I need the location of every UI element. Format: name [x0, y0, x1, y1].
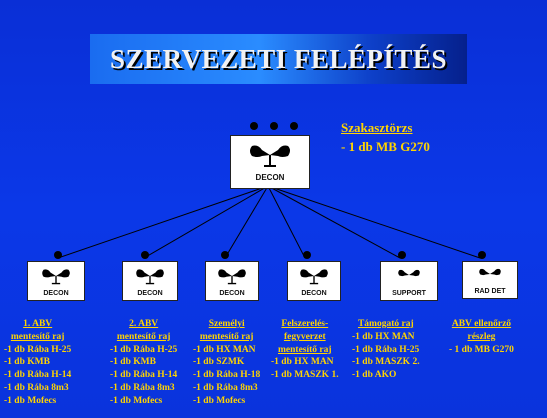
- unit-info-2: 2. ABV mentesítő raj -1 db Rába H-25 -1 …: [110, 318, 177, 408]
- unit-symbol-2: DECON: [122, 261, 178, 301]
- hq-name: Szakasztörzs: [341, 120, 413, 135]
- unit-item: -1 db Rába H-14: [4, 370, 72, 381]
- hq-rank-dot: [250, 122, 258, 130]
- unit-heading-line: mentesítő raj: [199, 331, 254, 342]
- unit-info-4: Felszerelés- fegyverzet mentesítő raj -1…: [271, 318, 339, 382]
- hq-unit-symbol: DECON: [230, 135, 310, 189]
- unit-item: -1 db Mofecs: [110, 395, 163, 406]
- decon-symbol-icon: [218, 269, 246, 285]
- unit-rank-dot: [54, 251, 62, 259]
- decon-symbol-icon: [42, 269, 70, 285]
- unit-heading-line: részleg: [467, 331, 496, 342]
- unit-info-6: ABV ellenőrző részleg - 1 db MB G270: [449, 318, 514, 356]
- unit-heading-line: ABV ellenőrző: [451, 319, 512, 329]
- support-symbol-icon: [398, 269, 420, 277]
- unit-item: -1 db HX MAN: [352, 331, 415, 342]
- unit-heading-line: 1. ABV: [23, 319, 53, 329]
- unit-heading-line: mentesítő raj: [10, 331, 65, 342]
- unit-item: -1 db MASZK 2.: [352, 357, 420, 368]
- unit-item: -1 db Rába 8m3: [193, 382, 258, 393]
- decon-symbol-icon: [250, 145, 290, 167]
- unit-info-3: Személyi mentesítő raj -1 db HX MAN -1 d…: [193, 318, 260, 408]
- unit-item: -1 db Rába H-14: [110, 370, 178, 381]
- hq-rank-dot: [270, 122, 278, 130]
- unit-item: -1 db KMB: [110, 357, 156, 368]
- unit-item: -1 db Rába H-25: [110, 344, 178, 355]
- unit-rank-dot: [398, 251, 406, 259]
- unit-item: -1 db Rába 8m3: [4, 382, 69, 393]
- unit-item: -1 db Rába 8m3: [110, 382, 175, 393]
- unit-label: DECON: [137, 290, 163, 297]
- title-banner: SZERVEZETI FELÉPÍTÉS: [90, 34, 467, 84]
- unit-rank-dot: [478, 251, 486, 259]
- unit-symbol-5: SUPPORT: [380, 261, 438, 301]
- hq-equipment: - 1 db MB G270: [341, 139, 430, 154]
- unit-rank-dot: [221, 251, 229, 259]
- unit-label: DECON: [219, 290, 245, 297]
- unit-heading-line: mentesítő raj: [116, 331, 171, 342]
- hq-info: Szakasztörzs - 1 db MB G270: [341, 118, 430, 156]
- rad-det-symbol-icon: [479, 268, 501, 276]
- unit-label: DECON: [301, 290, 327, 297]
- unit-symbol-4: DECON: [287, 261, 341, 301]
- unit-heading-line: Támogató raj: [357, 319, 414, 329]
- unit-item: -1 db Rába H-25: [352, 344, 420, 355]
- unit-info-1: 1. ABV mentesítő raj -1 db Rába H-25 -1 …: [4, 318, 71, 408]
- unit-item: -1 db HX MAN: [193, 344, 256, 355]
- unit-symbol-3: DECON: [205, 261, 259, 301]
- unit-item: -1 db AKO: [352, 370, 397, 381]
- page-title: SZERVEZETI FELÉPÍTÉS: [110, 43, 447, 74]
- hq-unit-label: DECON: [255, 173, 285, 182]
- unit-rank-dot: [303, 251, 311, 259]
- unit-label: SUPPORT: [392, 290, 426, 297]
- unit-heading-line: fegyverzet: [283, 331, 326, 342]
- unit-item: -1 db Rába H-25: [4, 344, 72, 355]
- unit-item: - 1 db MB G270: [449, 344, 514, 355]
- unit-item: -1 db HX MAN: [271, 357, 334, 368]
- unit-item: -1 db Mofecs: [193, 395, 246, 406]
- unit-symbol-1: DECON: [27, 261, 85, 301]
- hq-rank-dot: [290, 122, 298, 130]
- unit-item: -1 db MASZK 1.: [271, 370, 339, 381]
- unit-heading-line: Személyi: [208, 319, 245, 329]
- unit-item: -1 db SZMK: [193, 357, 245, 368]
- unit-item: -1 db Mofecs: [4, 395, 57, 406]
- unit-label: DECON: [43, 290, 69, 297]
- unit-heading-line: 2. ABV: [129, 319, 159, 329]
- unit-symbol-6: RAD DET: [462, 261, 518, 299]
- decon-symbol-icon: [136, 269, 164, 285]
- unit-info-5: Támogató raj -1 db HX MAN -1 db Rába H-2…: [352, 318, 420, 382]
- decon-symbol-icon: [300, 269, 328, 285]
- unit-heading-line: mentesítő raj: [278, 344, 332, 355]
- unit-label: RAD DET: [474, 288, 506, 295]
- unit-heading-line: Felszerelés-: [281, 319, 329, 329]
- unit-rank-dot: [141, 251, 149, 259]
- unit-item: -1 db Rába H-18: [193, 370, 261, 381]
- unit-item: -1 db KMB: [4, 357, 50, 368]
